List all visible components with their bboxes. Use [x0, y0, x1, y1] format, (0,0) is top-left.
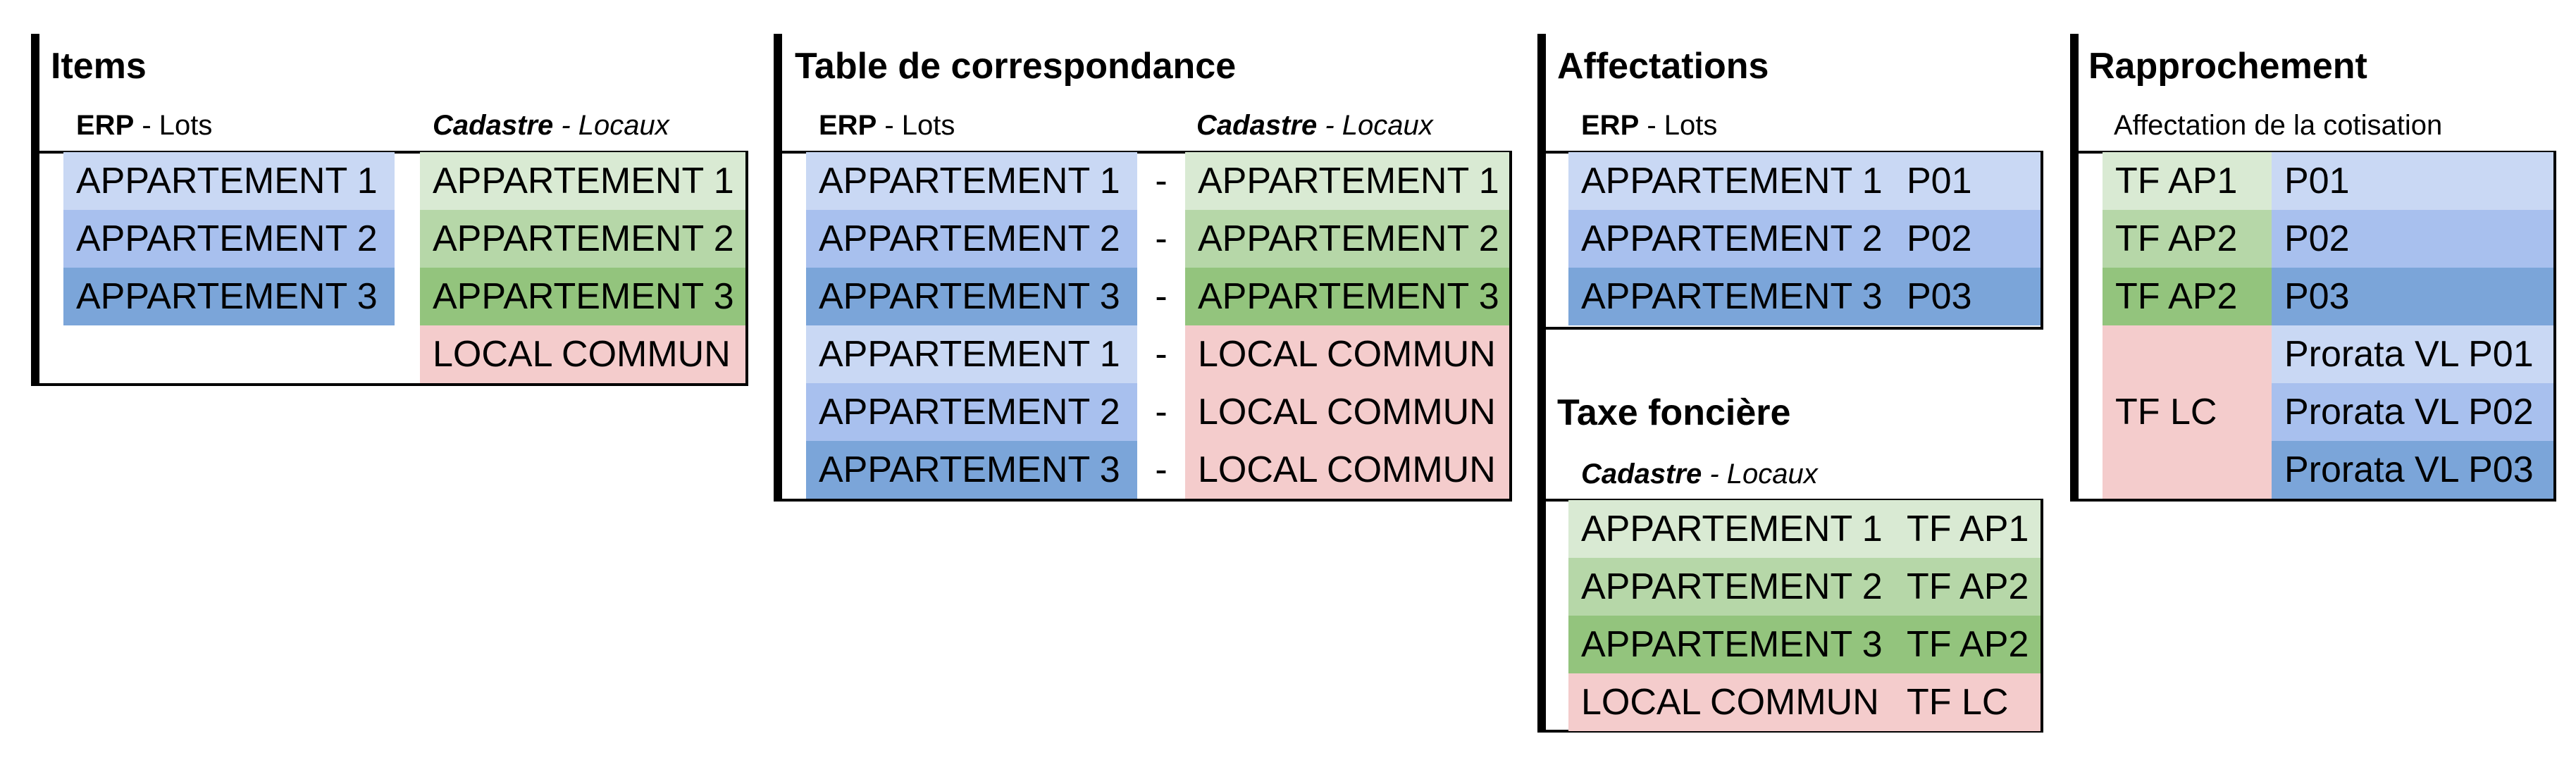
correspondance-separator: -	[1155, 392, 1168, 432]
items-cadastre-local: APPARTEMENT 1	[420, 152, 745, 210]
items-erp-lot: APPARTEMENT 3	[63, 268, 395, 325]
rapprochement-subtitle: Affectation de la cotisation	[2114, 110, 2443, 141]
items-cadastre-local: APPARTEMENT 2	[420, 210, 745, 268]
correspondance-cadastre-header: Cadastre - Locaux	[1196, 110, 1433, 141]
rapprochement-title: Rapprochement	[2088, 46, 2367, 87]
rapprochement-tf-lc: TF LC	[2103, 325, 2272, 499]
correspondance-separator: -	[1155, 218, 1168, 259]
correspondance-local: APPARTEMENT 1	[1185, 152, 1509, 210]
affectations-erp-header: ERP - Lots	[1581, 110, 1718, 141]
correspondance-lot: APPARTEMENT 3	[806, 268, 1137, 325]
rapprochement-p: P01	[2272, 152, 2553, 210]
correspondance-lot: APPARTEMENT 2	[806, 210, 1137, 268]
items-cadastre-local: LOCAL COMMUN	[420, 325, 745, 383]
correspondance-separator: -	[1155, 161, 1168, 201]
correspondance-local: APPARTEMENT 3	[1185, 268, 1509, 325]
correspondance-title: Table de correspondance	[795, 46, 1237, 87]
rapprochement-prorata: Prorata VL P02	[2272, 383, 2553, 441]
items-erp-header: ERP - Lots	[76, 110, 213, 141]
correspondance-local: LOCAL COMMUN	[1185, 325, 1509, 383]
correspondance-local: LOCAL COMMUN	[1185, 383, 1509, 441]
correspondance-lot: APPARTEMENT 1	[806, 152, 1137, 210]
rapprochement-prorata: Prorata VL P01	[2272, 325, 2553, 383]
correspondance-separator: -	[1155, 449, 1168, 490]
correspondance-lot: APPARTEMENT 2	[806, 383, 1137, 441]
rapprochement-tf: TF AP2	[2103, 210, 2272, 268]
rapprochement-tf: TF AP2	[2103, 268, 2272, 325]
correspondance-lot: APPARTEMENT 1	[806, 325, 1137, 383]
affectations-title: Affectations	[1557, 46, 1769, 87]
taxe-title: Taxe foncière	[1557, 392, 1791, 433]
correspondance-separator: -	[1155, 334, 1168, 375]
rapprochement-p: P03	[2272, 268, 2553, 325]
correspondance-local: LOCAL COMMUN	[1185, 441, 1509, 499]
rapprochement-tf: TF AP1	[2103, 152, 2272, 210]
rapprochement-p: P02	[2272, 210, 2553, 268]
items-erp-lot: APPARTEMENT 2	[63, 210, 395, 268]
items-cadastre-local: APPARTEMENT 3	[420, 268, 745, 325]
correspondance-frame	[774, 151, 1512, 502]
correspondance-separator: -	[1155, 276, 1168, 317]
correspondance-local: APPARTEMENT 2	[1185, 210, 1509, 268]
taxe-cadastre-header: Cadastre - Locaux	[1581, 459, 1818, 490]
rapprochement-prorata: Prorata VL P03	[2272, 441, 2553, 499]
items-erp-lot: APPARTEMENT 1	[63, 152, 395, 210]
items-cadastre-header: Cadastre - Locaux	[433, 110, 669, 141]
correspondance-lot: APPARTEMENT 3	[806, 441, 1137, 499]
items-title: Items	[51, 46, 147, 87]
correspondance-erp-header: ERP - Lots	[819, 110, 955, 141]
